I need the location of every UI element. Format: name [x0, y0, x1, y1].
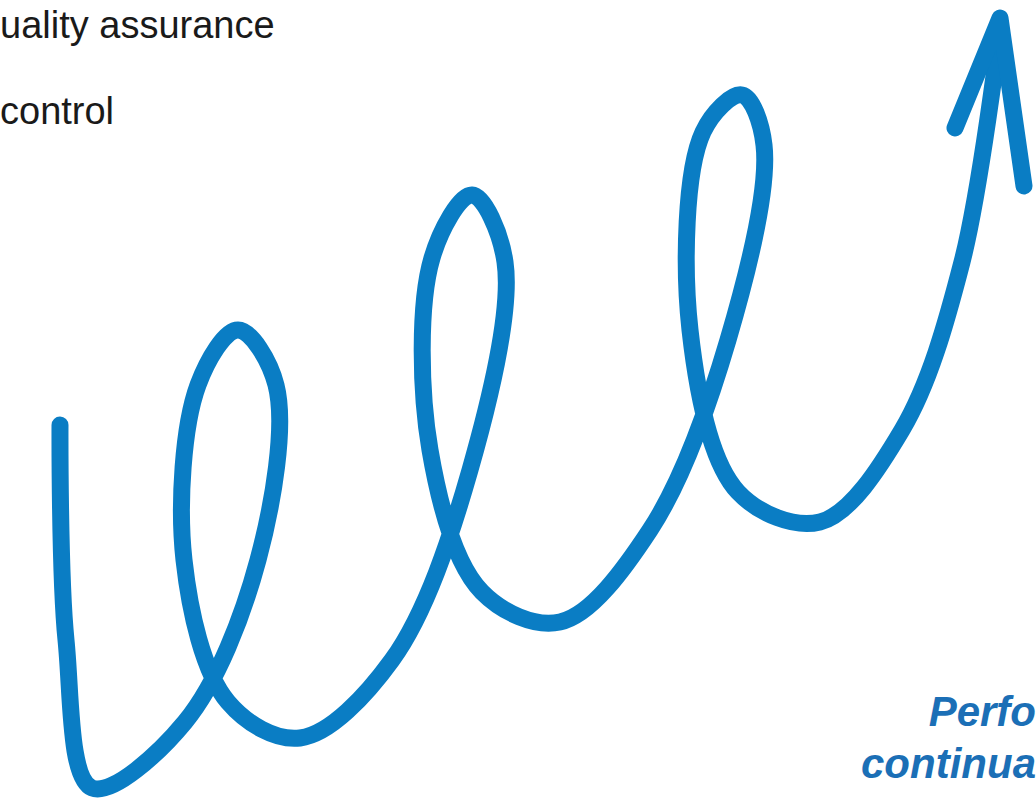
slide-text: control	[0, 90, 114, 133]
tagline-text: continua	[861, 740, 1036, 788]
arrow-head	[955, 18, 1024, 186]
spiral-arrow	[60, 30, 1000, 789]
slide-text: uality assurance	[0, 4, 275, 47]
tagline-text: Perfo	[929, 688, 1036, 736]
